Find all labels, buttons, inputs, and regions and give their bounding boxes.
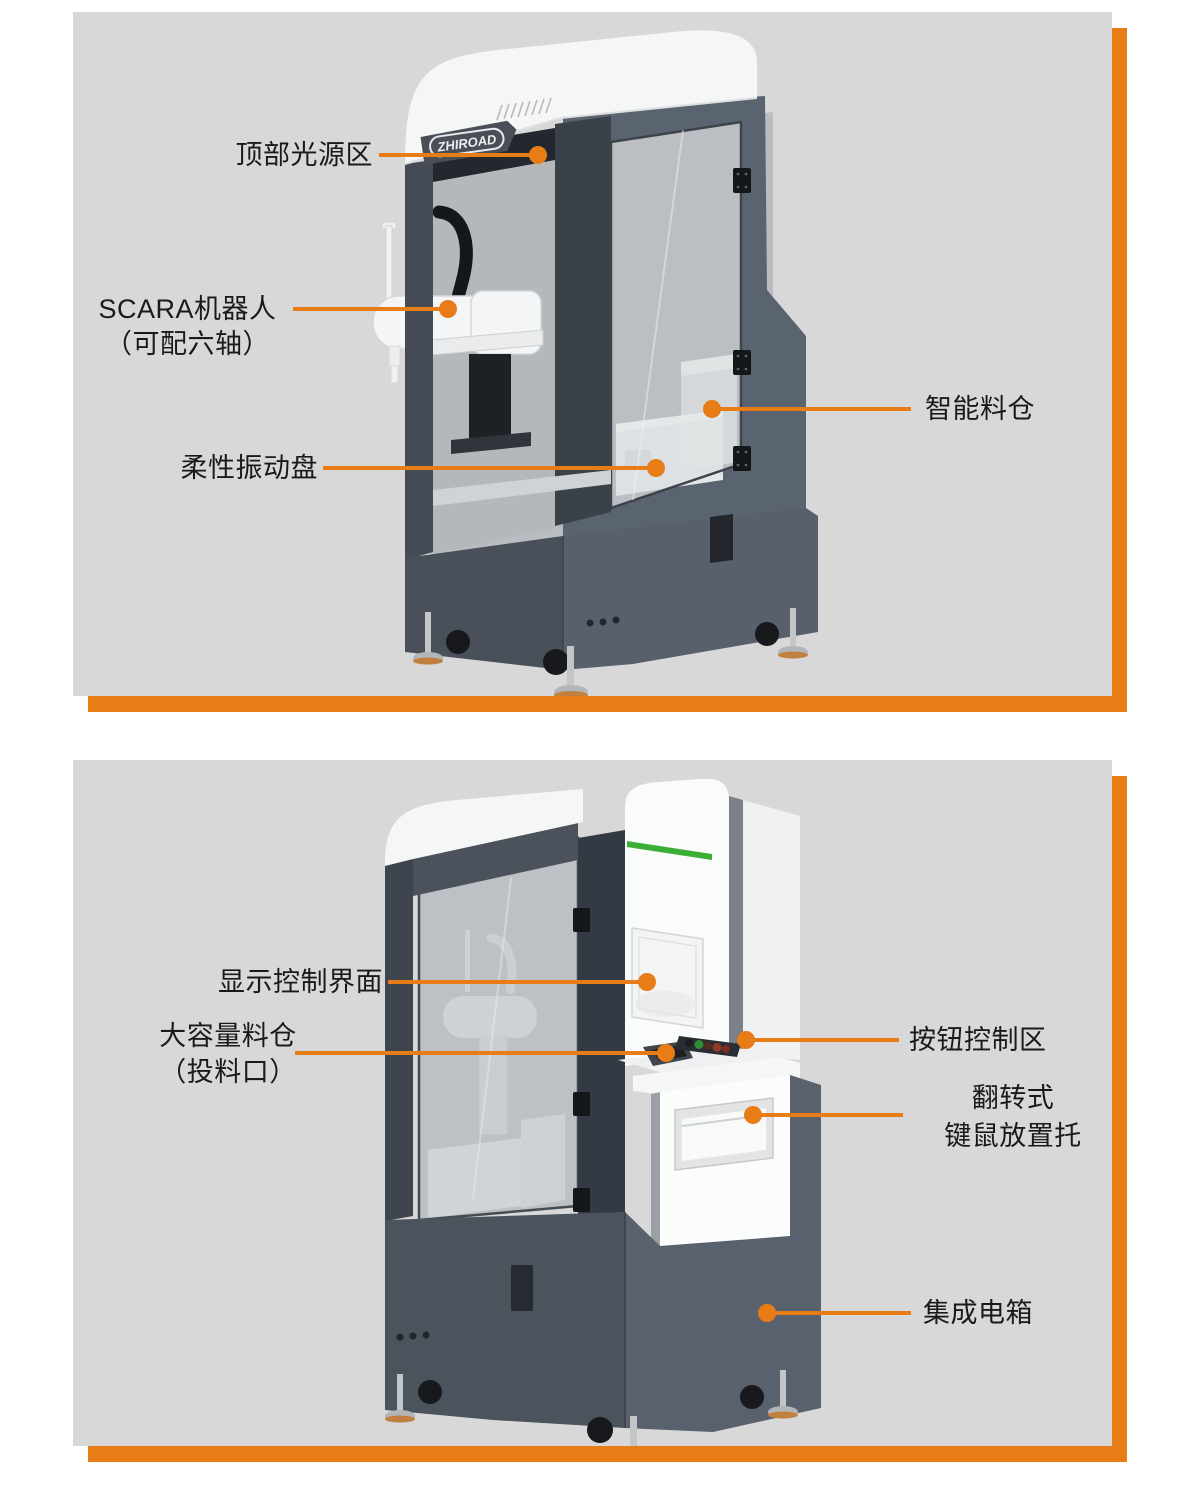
label-text: 集成电箱 [923, 1298, 1033, 1328]
robot-column [469, 354, 511, 442]
label-text: （投料口） [159, 1057, 297, 1087]
label-text: 显示控制界面 [218, 967, 383, 997]
base-door-handle [710, 514, 733, 563]
panel-front-right-view: 显示控制界面 大容量料仓 （投料口） 按钮控制区 翻转式 键鼠放置托 集成电箱 [73, 760, 1112, 1446]
tray-cabinet [651, 1075, 821, 1248]
label-text: 智能料仓 [925, 394, 1035, 424]
hood-vents [496, 97, 552, 121]
glass-window [419, 838, 578, 1220]
tower-side-face [743, 800, 800, 1060]
label-text: 翻转式 [971, 1083, 1055, 1113]
green-stripe [627, 841, 712, 860]
label-electric-box: 集成电箱 [923, 1296, 1123, 1331]
label-smart-bin: 智能料仓 [925, 392, 1125, 427]
tower-corner-edge [729, 796, 743, 1052]
label-text: 键鼠放置托 [944, 1121, 1082, 1151]
hood [385, 789, 583, 866]
door-hinges [573, 908, 590, 1212]
left-pillar [385, 859, 413, 1221]
label-text: 大容量料仓 [159, 1021, 297, 1051]
label-text: （可配六轴） [105, 329, 270, 359]
label-scara-robot: SCARA机器人 （可配六轴） [85, 292, 290, 362]
base-cabinet [405, 508, 818, 670]
top-band [413, 823, 578, 896]
label-button-zone: 按钮控制区 [909, 1023, 1129, 1058]
work-table [433, 470, 611, 506]
label-top-light-zone: 顶部光源区 [133, 138, 373, 173]
control-tower [625, 778, 800, 1066]
label-large-hopper: 大容量料仓 （投料口） [113, 1018, 343, 1090]
display-panel-part [631, 927, 704, 1029]
label-text: 按钮控制区 [909, 1025, 1047, 1055]
panel-front-left-view: ZHIROAD [73, 12, 1112, 696]
base-door-handle [511, 1265, 533, 1311]
center-pillar [578, 830, 625, 1220]
door-hinges [733, 168, 751, 471]
label-kb-mouse-tray: 翻转式 键鼠放置托 [873, 1079, 1153, 1155]
base-electric-box [385, 1212, 821, 1432]
ghost-feeder-boxes [428, 1114, 565, 1218]
feet-casters [385, 1370, 798, 1446]
center-pillar [555, 116, 611, 526]
feet-casters [413, 608, 808, 696]
label-text: 柔性振动盘 [180, 453, 318, 483]
label-flex-feeder: 柔性振动盘 [113, 451, 318, 486]
left-pillar [405, 160, 433, 560]
label-display-panel: 显示控制界面 [143, 965, 383, 1000]
label-text: 顶部光源区 [235, 140, 373, 170]
label-text: SCARA机器人 [98, 294, 277, 324]
